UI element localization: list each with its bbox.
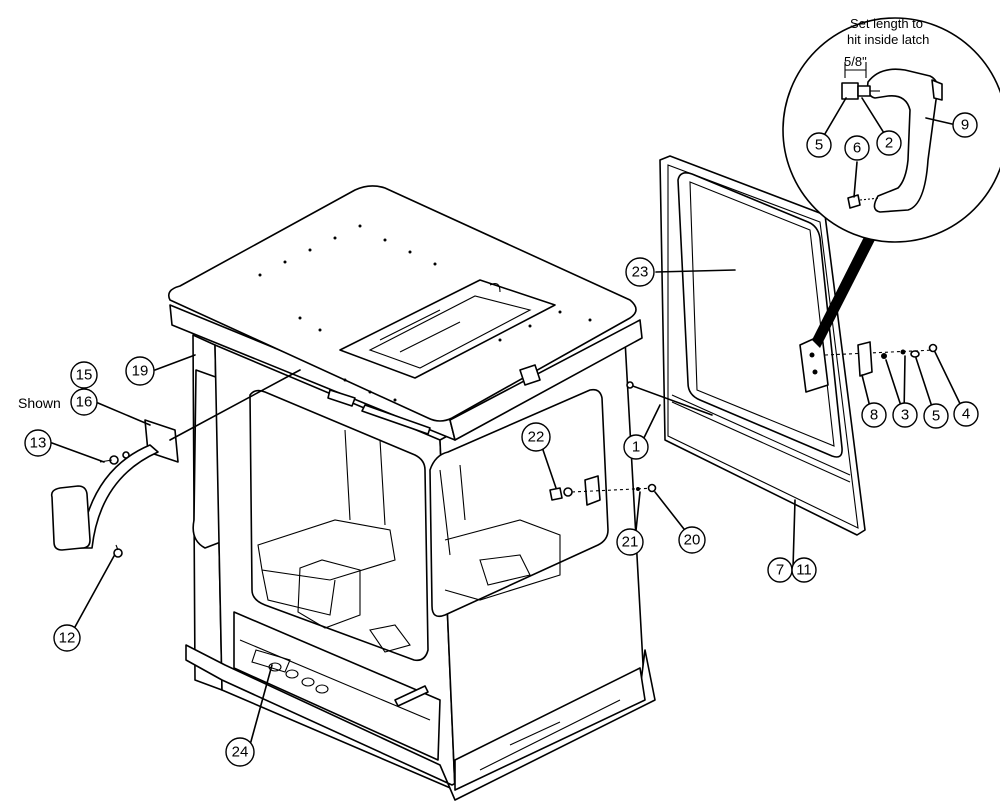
- svg-text:21: 21: [622, 534, 639, 551]
- svg-text:1: 1: [632, 439, 640, 456]
- leader-lines: [51, 97, 966, 746]
- roof-rivets: [258, 224, 592, 402]
- svg-text:5: 5: [815, 137, 823, 154]
- svg-text:15: 15: [76, 367, 93, 384]
- callout-11: 11: [791, 557, 817, 583]
- callout-24: 24: [225, 737, 255, 767]
- svg-text:24: 24: [232, 744, 249, 761]
- svg-text:4: 4: [962, 406, 970, 423]
- handle-detail-view: [782, 17, 1000, 243]
- callout-19: 19: [125, 356, 155, 386]
- svg-text:9: 9: [961, 117, 969, 134]
- callout-8: 8: [861, 402, 887, 428]
- svg-text:16: 16: [76, 394, 93, 411]
- svg-text:8: 8: [870, 407, 878, 424]
- callout-23: 23: [625, 257, 655, 287]
- svg-text:13: 13: [30, 435, 47, 452]
- callout-22: 22: [521, 422, 551, 452]
- svg-text:2: 2: [885, 135, 893, 152]
- callout-6: 6: [844, 135, 870, 161]
- callout-5-detail: 5: [806, 132, 832, 158]
- mirror-assembly: [50, 369, 301, 558]
- callout-1: 1: [623, 434, 649, 460]
- svg-text:11: 11: [796, 562, 812, 579]
- callout-5-door: 5: [923, 403, 949, 429]
- svg-text:20: 20: [684, 532, 701, 549]
- svg-text:5: 5: [932, 408, 940, 425]
- callout-2: 2: [876, 130, 902, 156]
- detail-note-line2: hit inside latch: [847, 32, 929, 47]
- callout-13: 13: [24, 429, 52, 457]
- callout-12: 12: [53, 624, 81, 652]
- callout-15: 15: [70, 361, 98, 389]
- svg-text:6: 6: [853, 140, 861, 157]
- callout-16: 16: [70, 388, 98, 416]
- callout-9: 9: [952, 112, 978, 138]
- cab-assembly: [167, 185, 656, 801]
- svg-text:12: 12: [59, 630, 76, 647]
- callout-20: 20: [678, 526, 706, 554]
- svg-text:7: 7: [776, 562, 784, 579]
- door-assembly: [549, 155, 938, 536]
- detail-note-line1: Set length to: [850, 16, 923, 31]
- callout-3: 3: [892, 402, 918, 428]
- callout-21: 21: [616, 528, 644, 556]
- shown-label: Shown: [18, 395, 61, 411]
- svg-text:23: 23: [632, 264, 649, 281]
- callout-4: 4: [953, 401, 979, 427]
- svg-text:3: 3: [901, 407, 909, 424]
- svg-text:19: 19: [132, 363, 149, 380]
- dimension-label: 5/8": [844, 54, 867, 69]
- callout-7: 7: [767, 557, 793, 583]
- svg-text:22: 22: [528, 429, 545, 446]
